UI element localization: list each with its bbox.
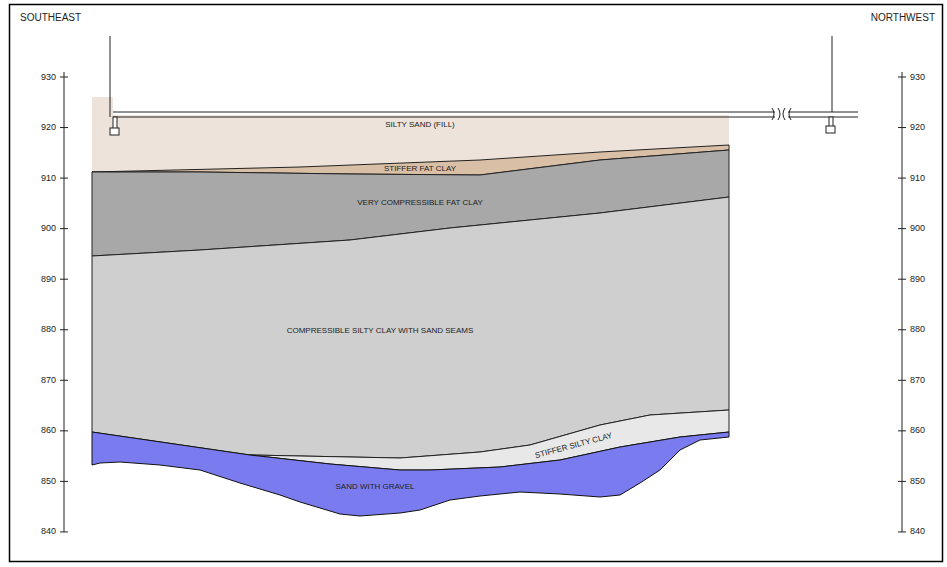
- layer-name: SILTY SAND (FILL): [385, 120, 455, 130]
- axis-stroke: [60, 279, 68, 280]
- axis-stroke: [898, 531, 906, 532]
- elevation-number: 850: [41, 476, 56, 487]
- axis-stroke: [898, 178, 906, 179]
- footing: [110, 128, 119, 135]
- frame: [10, 5, 943, 562]
- layer-name: VERY COMPRESSIBLE FAT CLAY: [357, 198, 483, 208]
- elevation-number: 870: [910, 375, 925, 386]
- deck-line: [788, 117, 858, 118]
- abutment-line: [110, 36, 111, 117]
- elevation-number: 900: [41, 223, 56, 234]
- axis-stroke: [60, 178, 68, 179]
- axis-stroke: [898, 329, 906, 330]
- elevation-number: 920: [910, 122, 925, 133]
- deck-line: [113, 117, 775, 118]
- elevation-number: 860: [910, 425, 925, 436]
- elevation-number: 890: [910, 274, 925, 285]
- axis-stroke: [60, 127, 68, 128]
- elevation-number: 840: [910, 526, 925, 537]
- elevation-number: 910: [910, 173, 925, 184]
- elevation-number: 910: [41, 173, 56, 184]
- elevation-number: 890: [41, 274, 56, 285]
- soil-layer-label: VERY COMPRESSIBLE FAT CLAY: [355, 198, 485, 208]
- soil-layer-label: SILTY SAND (FILL): [383, 120, 457, 130]
- soil-layer-label: STIFFER FAT CLAY: [382, 164, 458, 174]
- axis-stroke: [60, 380, 68, 381]
- elevation-number: 900: [910, 223, 925, 234]
- elevation-number: 880: [910, 324, 925, 335]
- axis-stroke: [898, 228, 906, 229]
- elevation-number: 920: [41, 122, 56, 133]
- soil-layer-label: SAND WITH GRAVEL: [334, 482, 417, 492]
- axis-stroke: [898, 77, 906, 78]
- axis-stroke: [898, 279, 906, 280]
- soil-layer-label: COMPRESSIBLE SILTY CLAY WITH SAND SEAMS: [285, 326, 476, 336]
- direction-label: NORTHWEST: [871, 12, 935, 23]
- layer-name: STIFFER FAT CLAY: [384, 164, 456, 174]
- axis-stroke: [898, 127, 906, 128]
- axis-stroke: [898, 430, 906, 431]
- elevation-number: 880: [41, 324, 56, 335]
- layer-name: COMPRESSIBLE SILTY CLAY WITH SAND SEAMS: [287, 326, 474, 336]
- axis-stroke: [898, 380, 906, 381]
- elevation-axes: [60, 72, 906, 532]
- axis-stroke: [898, 481, 906, 482]
- axis-stroke: [60, 481, 68, 482]
- axis-stroke: [902, 72, 903, 532]
- break-symbol: [772, 108, 780, 120]
- axis-stroke: [60, 430, 68, 431]
- break-symbol: [783, 108, 791, 120]
- elevation-number: 930: [41, 72, 56, 83]
- axis-stroke: [60, 228, 68, 229]
- elevation-number: 850: [910, 476, 925, 487]
- layer-name: SAND WITH GRAVEL: [336, 482, 415, 492]
- axis-stroke: [60, 531, 68, 532]
- elevation-number: 930: [910, 72, 925, 83]
- deck-line: [113, 112, 775, 113]
- elevation-number: 870: [41, 375, 56, 386]
- sand-gravel-layer: [92, 432, 729, 516]
- elevation-number: 840: [41, 526, 56, 537]
- axis-stroke: [60, 77, 68, 78]
- abutment-line: [832, 36, 833, 112]
- elevation-number: 860: [41, 425, 56, 436]
- footing: [826, 126, 835, 133]
- deck-line: [788, 112, 858, 113]
- axis-stroke: [64, 72, 65, 532]
- pier: [113, 117, 117, 129]
- direction-label: SOUTHEAST: [20, 12, 81, 23]
- axis-stroke: [60, 329, 68, 330]
